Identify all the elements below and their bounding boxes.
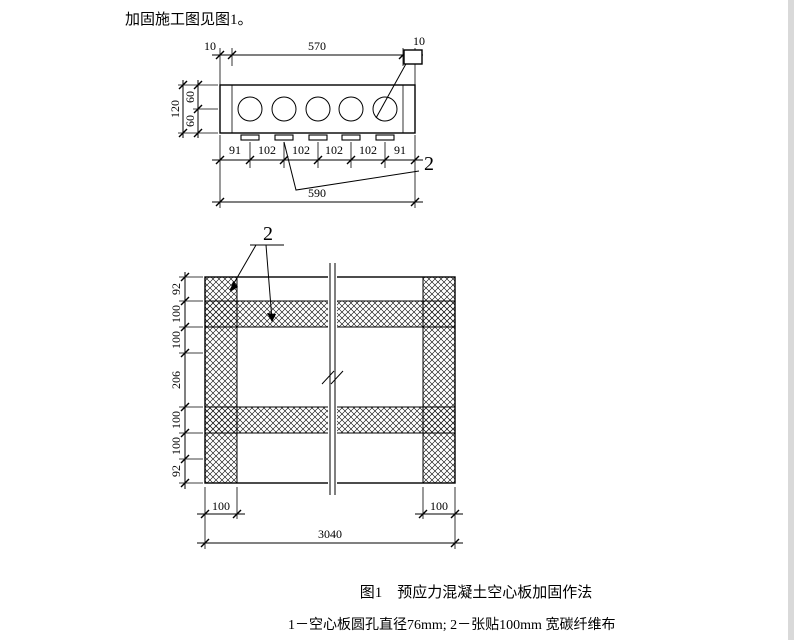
dim-label-590: 590 [308,186,326,200]
dim-label-3040: 3040 [318,527,342,541]
dim-label-100: 100 [169,331,183,349]
plan-bottom-dimension: 100 100 3040 [197,487,463,549]
dim-label-102: 102 [292,143,310,157]
dim-label-102: 102 [359,143,377,157]
leader-line [283,141,420,191]
dim-label-100-left: 100 [212,499,230,513]
section-drawing: 10 570 10 120 60 60 [168,34,434,208]
dim-label-100: 100 [169,305,183,323]
hole-circle [237,96,263,122]
leader-line [229,244,257,291]
dim-ticks [180,272,190,488]
plan-left-dimension: 92 100 100 206 100 100 92 [169,272,203,489]
dim-ticks [200,509,460,548]
hole-circle [305,96,331,122]
cf-strip [341,134,361,141]
cf-strip [274,134,294,141]
hole-circle [271,96,297,122]
dim-label-10-left: 10 [204,39,216,53]
dim-label-100: 100 [169,437,183,455]
dim-label-100: 100 [169,411,183,429]
dim-label-60-upper: 60 [183,91,197,103]
callout-leader-line [375,61,408,119]
figure-legend: 1－空心板圆孔直径76mm; 2－张贴100mm 宽碳纤维布 [288,616,615,633]
plan-leader-2: 2 [229,223,284,322]
hole-circle [338,96,364,122]
callout-box [403,49,423,65]
leader-arrowhead [267,313,276,322]
dim-label-102: 102 [258,143,276,157]
cf-strip [308,134,328,141]
dim-label-10-right: 10 [413,34,425,48]
leader-line [265,244,273,321]
cf-strip [240,134,260,141]
dim-label-120: 120 [168,100,182,118]
figure-caption: 图1 预应力混凝土空心板加固作法 [360,583,593,601]
cf-strip [375,134,395,141]
dim-label-92: 92 [169,465,183,477]
hole-detail-callout [375,49,423,119]
break-symbol [330,370,344,385]
section-left-dimension: 120 60 60 [168,80,218,138]
dim-label-102: 102 [325,143,343,157]
leader-label-2: 2 [424,153,434,175]
hole-circle [372,96,398,122]
dim-ticks [178,80,203,138]
hollow-core-holes [237,96,398,122]
leader-label-2: 2 [263,223,273,245]
carbon-fiber-strips-section [240,134,395,141]
dim-label-60-lower: 60 [183,115,197,127]
dim-label-570: 570 [308,39,326,53]
dim-label-92: 92 [169,283,183,295]
dim-label-91: 91 [394,143,406,157]
dim-ticks [215,155,420,165]
leader-arrowhead [230,281,238,292]
section-overall-dimension: 590 [212,170,423,208]
dim-label-206: 206 [169,371,183,389]
dim-label-100-right: 100 [430,499,448,513]
break-line [321,263,344,495]
section-top-dimension: 10 570 10 [204,34,425,85]
section-leader-2: 2 [283,141,434,191]
plan-drawing: 92 100 100 206 100 100 92 2 [169,223,463,549]
dim-label-91: 91 [229,143,241,157]
section-strip-dimension: 91 102 102 102 102 91 [212,135,423,170]
dim-ticks [215,197,420,207]
break-symbol [321,370,335,385]
intro-text: 加固施工图见图1。 [125,11,253,28]
scrollbar-track[interactable] [788,0,794,640]
